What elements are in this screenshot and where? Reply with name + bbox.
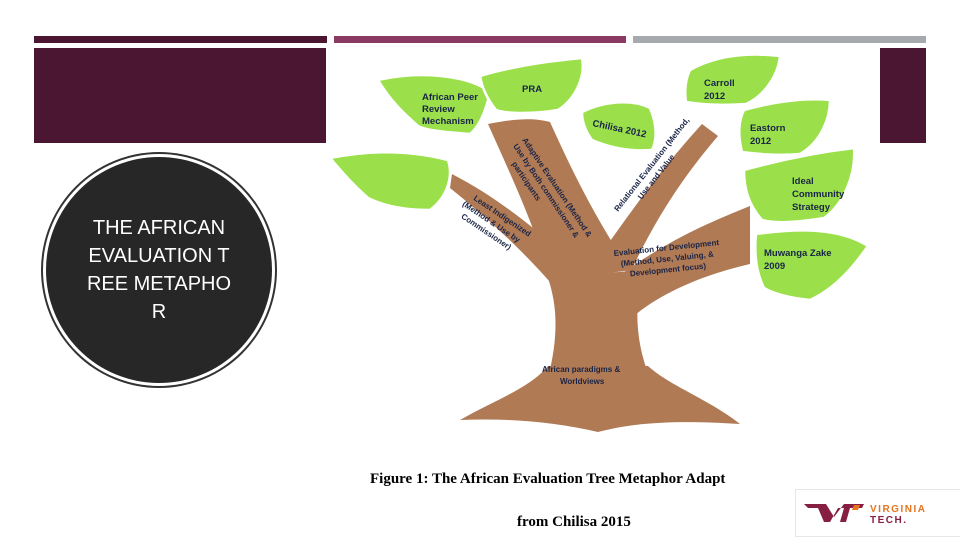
figure-caption-line1: Figure 1: The African Evaluation Tree Me… bbox=[370, 471, 725, 488]
header-band-left bbox=[34, 48, 326, 143]
figure-caption-line2: from Chilisa 2015 bbox=[517, 514, 631, 531]
leaf-african-peer-line3: Mechanism bbox=[422, 116, 474, 127]
tree-diagram: African Peer Review Mechanism PRA Chilis… bbox=[330, 48, 880, 448]
leaf-carroll-line1: Carroll bbox=[704, 78, 735, 89]
leaf-eastorn-line1: Eastorn bbox=[750, 123, 786, 134]
virginia-tech-logo: VIRGINIA TECH. bbox=[796, 490, 960, 536]
top-bar-grey bbox=[633, 36, 926, 43]
top-bar-maroon bbox=[34, 36, 327, 43]
leaf-carroll-line2: 2012 bbox=[704, 91, 725, 102]
header-band-right bbox=[880, 48, 926, 143]
roots-line1: African paradigms & bbox=[542, 365, 620, 374]
vt-logo-line1: VIRGINIA bbox=[870, 504, 926, 515]
leaf-eastorn-line2: 2012 bbox=[750, 136, 771, 147]
vt-logo-line2: TECH. bbox=[870, 515, 908, 526]
leaf-muwanga-line2: 2009 bbox=[764, 261, 785, 272]
tree-figure: African Peer Review Mechanism PRA Chilis… bbox=[330, 48, 880, 448]
leaf-pra-label: PRA bbox=[522, 84, 542, 95]
leaf-ideal-line2: Community bbox=[792, 189, 845, 200]
leaf-african-peer-line1: African Peer bbox=[422, 92, 478, 103]
leaf-ideal-line3: Strategy bbox=[792, 202, 831, 213]
slide-title: THE AFRICAN EVALUATION TREE METAPHOR bbox=[84, 214, 234, 326]
virginia-tech-logo-graphic: VIRGINIA TECH. bbox=[796, 490, 960, 536]
title-circle: THE AFRICAN EVALUATION TREE METAPHOR bbox=[46, 157, 272, 383]
leaf-ideal-line1: Ideal bbox=[792, 176, 814, 187]
leaf-top-left bbox=[330, 152, 450, 210]
leaf-muwanga-line1: Muwanga Zake bbox=[764, 248, 832, 259]
roots-line2: Worldviews bbox=[560, 377, 605, 386]
top-bar-plum bbox=[334, 36, 626, 43]
leaf-african-peer-line2: Review bbox=[422, 104, 455, 115]
